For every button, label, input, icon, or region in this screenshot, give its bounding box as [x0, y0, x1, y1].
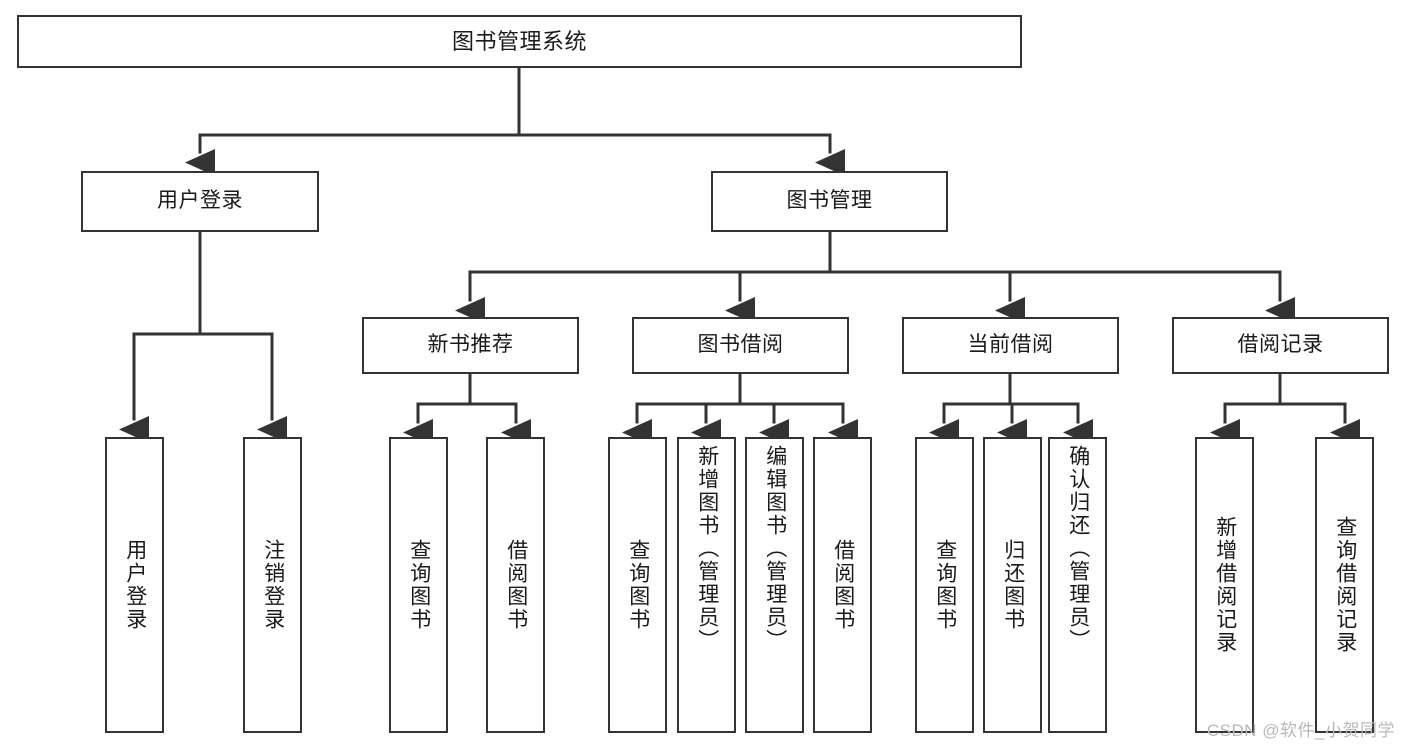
node-borrow-record-label: 借阅记录: [1237, 333, 1324, 357]
leaf-add-borrow-record-label: 新增借阅记录: [1213, 516, 1237, 654]
leaf-query-book-recommend-label: 查询图书: [407, 539, 431, 631]
node-root-label: 图书管理系统: [451, 28, 587, 54]
leaf-query-borrow-record-label: 查询借阅记录: [1333, 516, 1357, 654]
node-user-login-label: 用户登录: [157, 189, 243, 213]
leaf-add-book-admin[interactable]: 新增图书（管理员）: [677, 437, 736, 733]
node-current-borrow-label: 当前借阅: [967, 333, 1054, 357]
leaf-edit-book-admin-label: 编辑图书（管理员）: [763, 445, 787, 652]
node-book-borrow[interactable]: 图书借阅: [632, 317, 849, 374]
node-current-borrow[interactable]: 当前借阅: [902, 317, 1119, 374]
leaf-return-book[interactable]: 归还图书: [983, 437, 1042, 733]
leaf-confirm-return-admin-label: 确认归还（管理员）: [1066, 445, 1090, 652]
watermark: CSDN @软件_小贺同学: [1206, 721, 1395, 740]
node-user-login[interactable]: 用户登录: [81, 171, 319, 232]
leaf-user-login[interactable]: 用户登录: [105, 437, 164, 733]
node-book-borrow-label: 图书借阅: [697, 333, 784, 357]
leaf-borrow-book-recommend-label: 借阅图书: [504, 539, 528, 631]
leaf-borrow-book-recommend[interactable]: 借阅图书: [486, 437, 545, 733]
node-root[interactable]: 图书管理系统: [17, 15, 1022, 68]
leaf-logout-login-label: 注销登录: [261, 539, 285, 631]
node-book-management-label: 图书管理: [786, 189, 873, 213]
leaf-query-book-recommend[interactable]: 查询图书: [389, 437, 448, 733]
leaf-add-book-admin-label: 新增图书（管理员）: [695, 445, 719, 652]
leaf-query-book-borrow[interactable]: 查询图书: [608, 437, 667, 733]
leaf-edit-book-admin[interactable]: 编辑图书（管理员）: [745, 437, 804, 733]
leaf-query-book-borrow-label: 查询图书: [626, 539, 650, 631]
node-new-book-recommend-label: 新书推荐: [427, 333, 514, 357]
leaf-logout-login[interactable]: 注销登录: [243, 437, 302, 733]
leaf-borrow-book-label: 借阅图书: [831, 539, 855, 631]
node-new-book-recommend[interactable]: 新书推荐: [362, 317, 579, 374]
leaf-query-book-current-label: 查询图书: [933, 539, 957, 631]
leaf-confirm-return-admin[interactable]: 确认归还（管理员）: [1048, 437, 1107, 733]
leaf-return-book-label: 归还图书: [1001, 539, 1025, 631]
leaf-query-borrow-record[interactable]: 查询借阅记录: [1315, 437, 1374, 733]
leaf-user-login-label: 用户登录: [123, 539, 147, 631]
leaf-add-borrow-record[interactable]: 新增借阅记录: [1195, 437, 1254, 733]
node-borrow-record[interactable]: 借阅记录: [1172, 317, 1389, 374]
node-book-management[interactable]: 图书管理: [711, 171, 948, 232]
leaf-borrow-book[interactable]: 借阅图书: [813, 437, 872, 733]
leaf-query-book-current[interactable]: 查询图书: [915, 437, 974, 733]
